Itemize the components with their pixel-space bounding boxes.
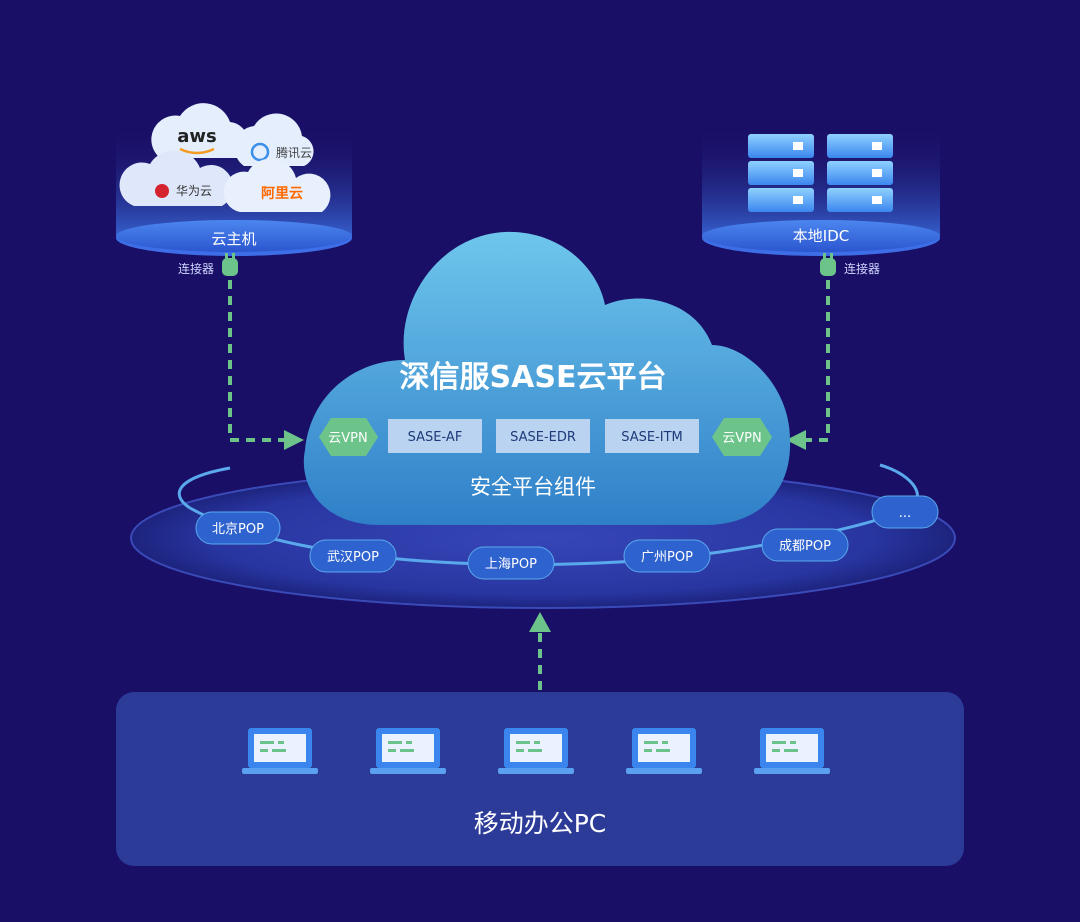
pop-label: 上海POP	[485, 557, 537, 572]
aliyun-logo: 阿里云	[223, 158, 331, 212]
platform-subtitle: 安全平台组件	[470, 475, 596, 499]
laptop-icon	[370, 728, 446, 774]
component-label: SASE-ITM	[621, 430, 683, 445]
huawei-logo: 华为云	[119, 150, 233, 206]
pop-node: 广州POP	[623, 539, 711, 573]
plug-icon	[222, 253, 238, 276]
server-icon	[748, 134, 814, 212]
aws-label: aws	[177, 126, 217, 147]
pop-node: 北京POP	[195, 511, 281, 545]
component-label: SASE-EDR	[510, 430, 576, 445]
connector-arrow-left	[228, 280, 304, 450]
uplink-arrow	[529, 612, 551, 690]
pop-label: ...	[899, 506, 911, 521]
component-box: SASE-EDR	[496, 419, 590, 453]
mobile-office-title: 移动办公PC	[473, 809, 607, 838]
laptop-row	[242, 728, 830, 774]
local-idc-group: 本地IDC 连接器	[702, 125, 940, 276]
tencent-label: 腾讯云	[276, 145, 312, 160]
pop-label: 广州POP	[641, 550, 693, 565]
laptop-icon	[626, 728, 702, 774]
connector-label-right: 连接器	[844, 261, 880, 276]
idc-label: 本地IDC	[793, 227, 849, 245]
pop-node: 成都POP	[761, 528, 849, 562]
aliyun-label: 阿里云	[261, 186, 303, 202]
vpn-right-badge: 云VPN	[712, 418, 772, 456]
vpn-left-label: 云VPN	[328, 431, 367, 446]
vpn-right-label: 云VPN	[722, 431, 761, 446]
cloud-host-label: 云主机	[211, 230, 256, 248]
idc-beam	[702, 125, 940, 237]
platform-title: 深信服SASE云平台	[400, 360, 667, 395]
pop-node: 武汉POP	[309, 539, 397, 573]
vpn-left-badge: 云VPN	[319, 418, 378, 456]
pop-label: 北京POP	[212, 522, 264, 537]
component-box: SASE-ITM	[605, 419, 699, 453]
laptop-icon	[242, 728, 318, 774]
pop-label: 成都POP	[779, 539, 831, 554]
connector-arrow-right	[786, 280, 830, 450]
pop-node: 上海POP	[467, 546, 555, 580]
component-box: SASE-AF	[388, 419, 482, 453]
pop-node-more: ...	[871, 495, 939, 529]
tencent-cloud-logo: 腾讯云	[234, 113, 314, 166]
connector-label-left: 连接器	[178, 261, 214, 276]
cloud-host-group: aws 腾讯云 华为云 阿里云 云主机 连接器	[116, 103, 352, 276]
laptop-icon	[754, 728, 830, 774]
aws-logo: aws	[151, 103, 249, 158]
laptop-icon	[498, 728, 574, 774]
plug-icon	[820, 253, 836, 276]
huawei-label: 华为云	[176, 184, 212, 198]
component-label: SASE-AF	[408, 430, 463, 445]
mobile-office-panel: 移动办公PC	[116, 692, 964, 866]
pop-label: 武汉POP	[327, 550, 379, 565]
server-icon	[827, 134, 893, 212]
